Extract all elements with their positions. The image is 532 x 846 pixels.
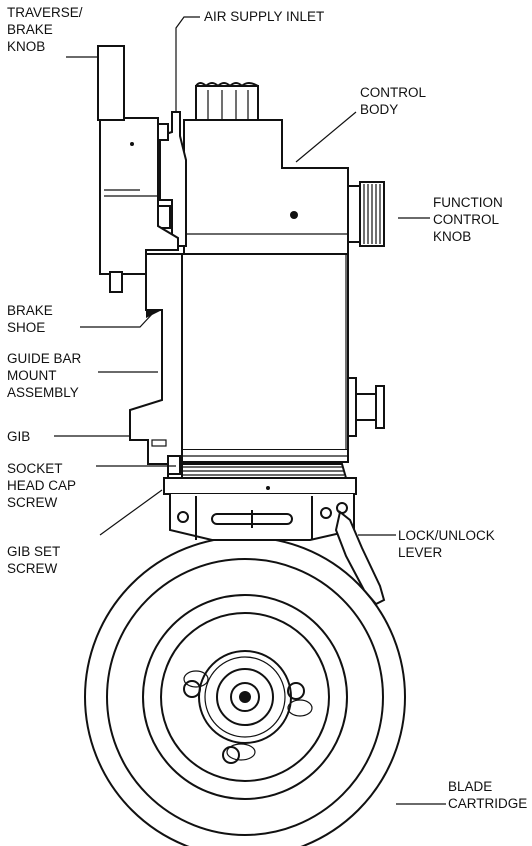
label-traverse-brake-knob: TRAVERSE/ BRAKE KNOB	[7, 5, 83, 54]
lock-unlock-lever	[334, 510, 386, 606]
air-supply-bracket	[155, 111, 187, 247]
function-control-knob	[347, 181, 385, 247]
label-gib: GIB	[7, 429, 31, 444]
traverse-brake-assembly	[97, 45, 179, 293]
leader-lines	[54, 16, 446, 805]
label-air-supply-inlet: AIR SUPPLY INLET	[204, 9, 325, 24]
label-brake-shoe: BRAKE SHOE	[7, 303, 53, 335]
label-guide-bar-mount-assembly: GUIDE BAR MOUNT ASSEMBLY	[7, 351, 82, 400]
control-body	[183, 119, 349, 255]
lower-clamp-block	[163, 463, 357, 541]
label-gib-set-screw: GIB SET SCREW	[7, 544, 61, 576]
label-lock-unlock-lever: LOCK/UNLOCK LEVER	[398, 528, 495, 560]
top-knob	[195, 82, 259, 121]
label-socket-head-cap-screw: SOCKET HEAD CAP SCREW	[7, 461, 77, 510]
label-blade-cartridge: BLADE CARTRIDGE	[448, 779, 528, 811]
lower-right-knob	[347, 377, 385, 437]
blade-cartridge-wheel	[84, 536, 406, 846]
label-function-control-knob: FUNCTION CONTROL KNOB	[433, 195, 503, 244]
guide-body	[181, 253, 349, 463]
label-control-body: CONTROL BODY	[360, 85, 427, 117]
guide-bar-mount	[129, 253, 183, 479]
